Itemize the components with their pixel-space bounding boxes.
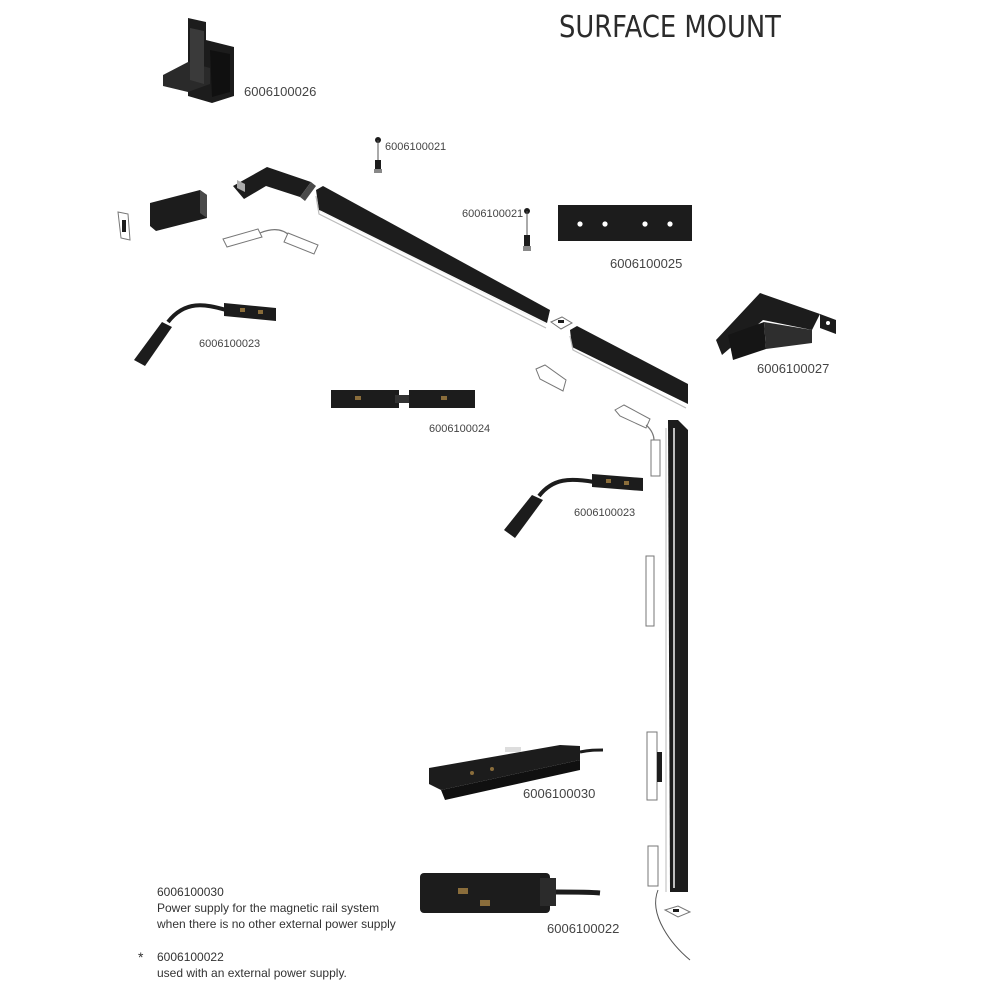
part-label-024: 6006100024: [429, 423, 491, 435]
note-external-supply: 6006100022 used with an external power s…: [157, 949, 347, 981]
note-power-supply: 6006100030 Power supply for the magnetic…: [157, 884, 396, 932]
note1-line2: when there is no other external power su…: [157, 917, 396, 931]
part-label-022: 6006100022: [547, 921, 620, 936]
rail-insert-white-3: [647, 845, 659, 887]
rail-diagonal-short: [569, 326, 688, 409]
suspension-cable-021a: [374, 137, 382, 173]
part-label-023b: 6006100023: [574, 507, 636, 519]
note1-code: 6006100030: [157, 885, 224, 899]
part-label-027: 6006100027: [757, 361, 830, 376]
note2-marker: *: [138, 949, 144, 965]
power-supply-030: [429, 745, 604, 800]
page-title: SURFACE MOUNT: [559, 10, 781, 45]
mounting-plate-025: [558, 205, 692, 241]
part-label-021b: 6006100021: [462, 208, 524, 220]
flex-connector-white: [222, 228, 319, 255]
corner-bracket-027: [716, 293, 836, 360]
rail-corner-top: [233, 167, 316, 201]
rail-connector-white: [535, 364, 567, 392]
note2-code: 6006100022: [157, 950, 224, 964]
rail-diagonal-long: [315, 186, 550, 329]
note1-line1: Power supply for the magnetic rail syste…: [157, 901, 380, 915]
corner-bracket-026: [163, 18, 234, 103]
rail-end-profile: [150, 190, 207, 231]
part-label-026: 6006100026: [244, 84, 317, 99]
part-label-025: 6006100025: [610, 256, 683, 271]
straight-connector-024: [331, 390, 475, 408]
part-label-023a: 6006100023: [199, 338, 261, 350]
flex-connector-023a: [134, 303, 276, 366]
bottom-end-cap: [655, 889, 692, 961]
rail-insert-white-2: [646, 731, 662, 801]
end-cap-plate: [117, 211, 131, 241]
power-connector-022: [420, 873, 601, 913]
rail-vertical: [665, 420, 688, 892]
rail-joint-small: [549, 316, 574, 330]
rail-top-connector-white: [614, 404, 661, 477]
part-label-030: 6006100030: [523, 786, 596, 801]
rail-insert-white-1: [645, 555, 655, 627]
note2-line1: used with an external power supply.: [157, 966, 347, 980]
flex-connector-023b: [504, 474, 643, 538]
suspension-cable-021b: [523, 208, 531, 251]
part-label-021a: 6006100021: [385, 141, 447, 153]
